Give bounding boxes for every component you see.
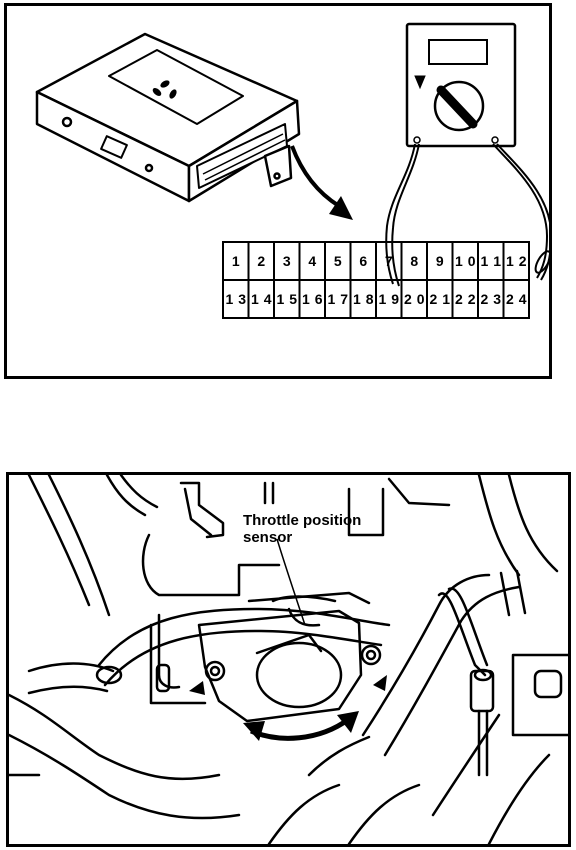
connector-pin-label: 1 [232,253,240,269]
bolt-arrow-right [373,675,387,691]
callout-line-2: sensor [243,529,293,546]
connector-pin-cell [324,241,352,281]
connector-pin-label: 6 [359,253,367,269]
connector-pin-cell [451,279,479,319]
brand-logo [152,80,177,99]
multimeter-illustration [405,22,517,148]
connector-pin-label: 4 [308,253,316,269]
throttle-sensor-illustration [9,475,568,844]
connector-pin-cell [273,241,301,281]
connector-pin-label: 9 [436,253,444,269]
throttle-position-sensor-label: Throttle position sensor [243,512,361,546]
multimeter-test-leads [385,143,549,287]
connector-pin-cell [400,241,428,281]
callout-line-1: Throttle position [243,512,362,529]
connector-pin-cell [502,241,530,281]
connector-pin-label: 7 [385,253,393,269]
connector-pin-cell [273,279,301,319]
connector-pin-cell [426,279,454,319]
bolt-arrow-left [189,681,205,695]
connector-pin-cell [375,279,403,319]
connector-pointer-arrow [290,145,353,220]
connector-pin-cell [502,279,530,319]
callout-leader-line [276,538,306,626]
ecu-unit-illustration [35,32,301,203]
connector-pin-label: 5 [334,253,342,269]
throttle-sensor-diagram-panel: Throttle position sensor [6,472,571,847]
connector-pin-cell [324,279,352,319]
connector-pin-cell [247,279,275,319]
connector-pin-cell [477,241,505,281]
sensor-adjust-arrow [243,711,359,741]
connector-pin-label: 2 [257,253,265,269]
connector-pin-label: 3 [283,253,291,269]
connector-pin-label: 8 [410,253,418,269]
connector-pin-cell [298,241,326,281]
connector-pin-cell [298,279,326,319]
connector-pin-cell [400,279,428,319]
